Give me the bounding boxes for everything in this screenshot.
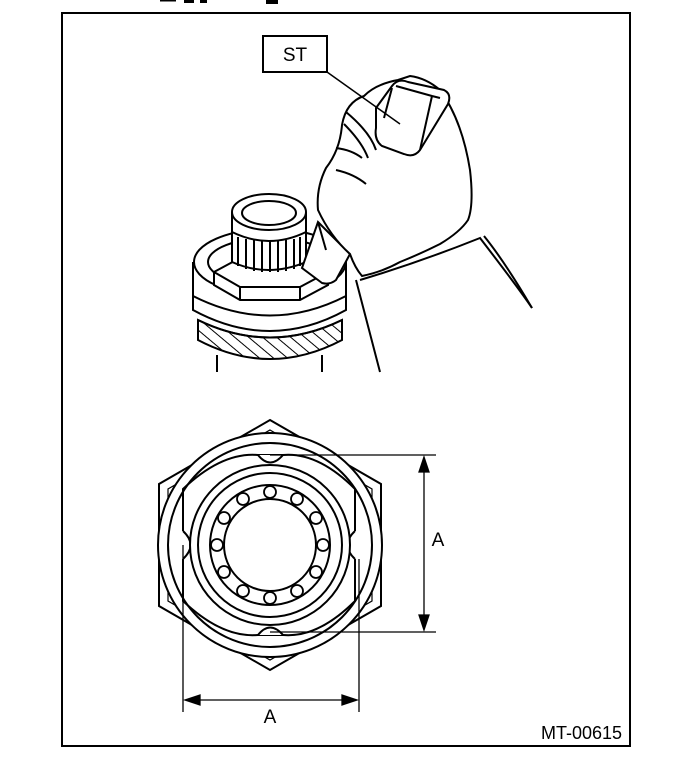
notch-top bbox=[257, 454, 284, 464]
tool-label: ST bbox=[283, 45, 308, 66]
hex-inner-chamfer bbox=[167, 429, 373, 661]
figure-id: MT-00615 bbox=[541, 723, 622, 743]
dimension-vertical-label: A bbox=[432, 530, 445, 551]
nut-assembly-illustration bbox=[192, 74, 533, 373]
nut-plan-view bbox=[157, 418, 383, 672]
notch-bottom bbox=[257, 626, 284, 636]
dimension-horizontal bbox=[182, 545, 360, 712]
header-remnant bbox=[160, 0, 278, 4]
tool-leader-line bbox=[326, 71, 401, 125]
tool-label-box bbox=[262, 35, 328, 73]
dimension-vertical bbox=[270, 454, 436, 633]
bearing-balls bbox=[210, 485, 330, 605]
dimension-horizontal-label: A bbox=[264, 707, 277, 728]
figure-frame bbox=[61, 12, 631, 747]
tool-callout: ST bbox=[262, 35, 401, 125]
